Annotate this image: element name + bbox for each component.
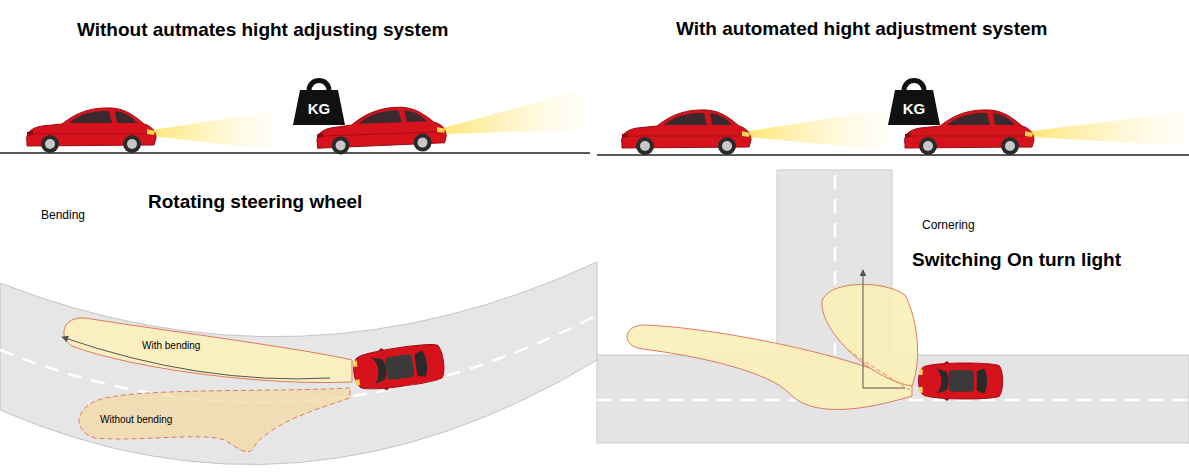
weight-handle [904,81,924,92]
weight-body [293,90,345,125]
direction-line [863,388,905,389]
weight-handle [309,81,329,92]
panel-label: Bending [41,208,85,222]
car-side [27,108,156,153]
beam-edge [845,348,910,390]
headlight-beam: Without bending [60,380,360,465]
panel-label: Switching On turn light [912,249,1121,272]
cornering-beam [822,284,918,386]
beam-label: Without bending [100,414,172,426]
beam-label: With bending [142,340,200,352]
weight-body [888,90,940,125]
car-top [351,340,446,395]
direction-arrow [863,270,864,388]
beam-shape [55,310,360,400]
ground-line [0,152,590,154]
weight-icon: KG [290,76,348,126]
ground-line [597,154,1189,156]
panel-label: Cornering [922,218,975,232]
headlight-beam: With bending [55,310,360,400]
weight-label: KG [903,100,926,118]
steering-arrow [62,337,330,379]
weight-icon: KG [885,76,943,126]
beam-outline [79,388,350,452]
light-beam [152,111,275,150]
car-top [918,361,1002,401]
weight-label: KG [308,100,331,118]
panel-label: Without autmates hight adjusting system [77,19,448,42]
panel-label: Rotating steering wheel [148,191,362,214]
car-side [622,110,751,155]
light-beam [443,90,582,134]
curved-road [0,262,597,465]
light-beam [749,110,885,150]
light-beam [1032,112,1185,146]
panel-label: With automated hight adjustment system [676,18,1047,41]
